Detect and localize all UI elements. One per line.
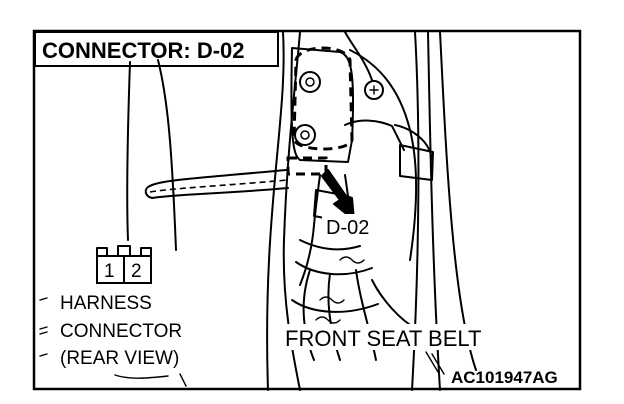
front-seat-belt-label: FRONT SEAT BELT — [285, 326, 481, 351]
seat-leader-lines — [425, 351, 445, 375]
title-box — [34, 31, 279, 67]
pin-1-label: 1 — [104, 261, 115, 282]
connector-callout: D-02 — [326, 217, 369, 239]
callout-bg — [322, 214, 382, 238]
connector-arrow — [321, 169, 355, 221]
legend-line-harness: HARNESS — [60, 293, 152, 314]
hidden-bracket-outline — [292, 46, 354, 151]
legend-line-connector: CONNECTOR — [60, 321, 182, 342]
legend-line-rear-view: (REAR VIEW) — [60, 348, 179, 369]
mounting-bracket — [290, 47, 384, 163]
seat-label-bg — [284, 324, 504, 350]
bracket-bolt-lower — [294, 124, 316, 146]
left-trim-lines — [114, 59, 187, 387]
connector-face-symbol — [96, 245, 152, 284]
legend-tick-marks — [39, 297, 48, 357]
diagram-title: CONNECTOR: D-02 — [42, 38, 245, 63]
bracket-bolt-upper — [299, 71, 321, 93]
harness-cable-left — [144, 169, 289, 199]
pin-2-label: 2 — [131, 261, 142, 282]
reference-code: AC101947AG — [451, 368, 558, 387]
